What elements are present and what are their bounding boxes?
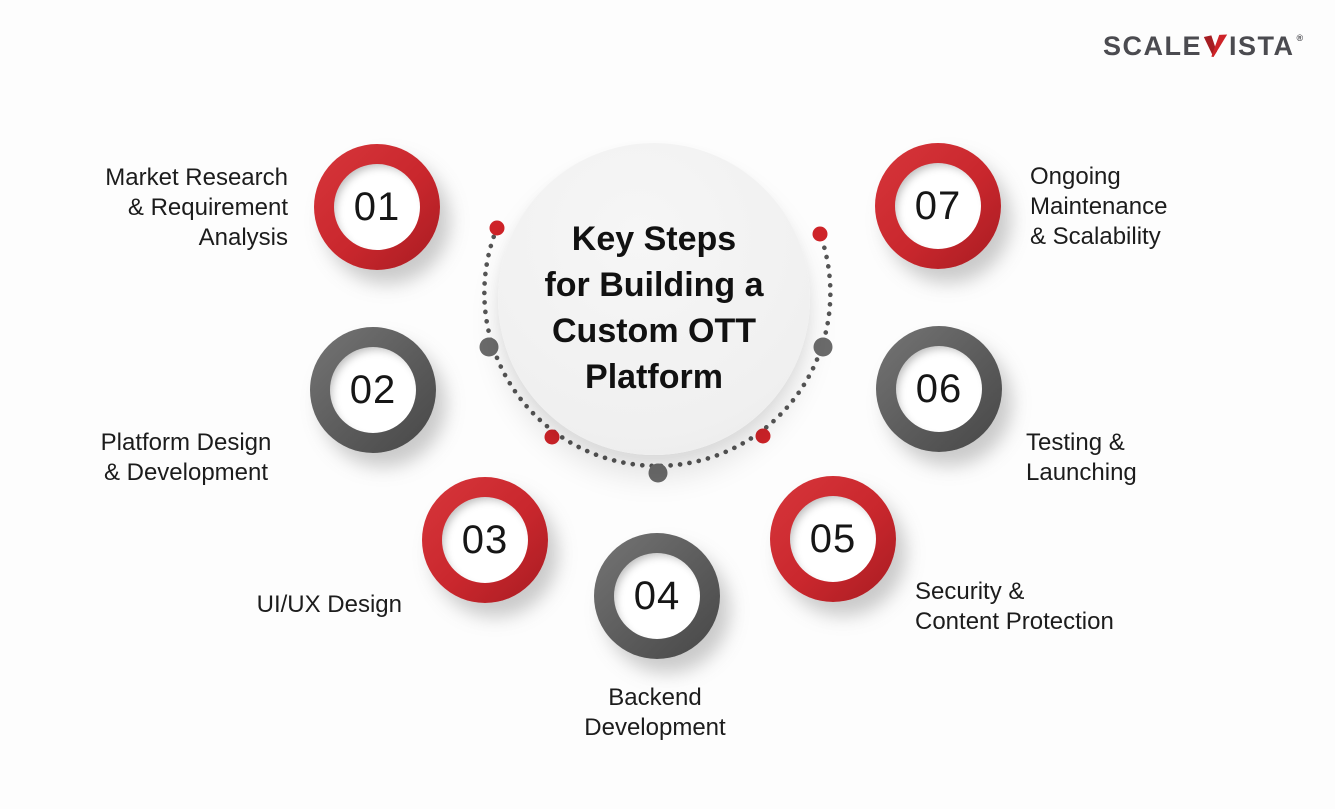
accent-dot-gray-right [813, 337, 833, 357]
step-circle-01-inner: 01 [334, 164, 420, 250]
step-label-07: Ongoing Maintenance & Scalability [1030, 163, 1168, 250]
step-circle-05: 05 [770, 476, 896, 602]
accent-dot-gray-bottom [648, 463, 668, 483]
page-title: Key Steps for Building a Custom OTT Plat… [544, 220, 764, 396]
step-number-03: 03 [461, 517, 509, 562]
step-circle-04: 04 [594, 533, 720, 659]
step-circle-05-inner: 05 [790, 496, 876, 582]
registered-trademark: ® [1296, 32, 1304, 43]
scalevista-logo: SCALE ISTA ® [1103, 31, 1303, 62]
step-label-02: Platform Design & Development [100, 429, 272, 486]
step-circle-03-inner: 03 [442, 497, 528, 583]
accent-dot-red-top-right [812, 226, 828, 242]
step-label-05: Security & Content Protection [915, 578, 1114, 635]
step-circle-04-inner: 04 [614, 553, 700, 639]
step-number-02: 02 [349, 367, 397, 412]
accent-dot-red-bottom-left [544, 429, 560, 445]
step-circle-07: 07 [875, 143, 1001, 269]
step-circle-01: 01 [314, 144, 440, 270]
logo-text-right: ISTA [1229, 31, 1295, 61]
center-circle: Key Steps for Building a Custom OTT Plat… [498, 143, 810, 455]
step-number-04: 04 [633, 573, 681, 618]
step-circle-02-inner: 02 [330, 347, 416, 433]
accent-dot-red-bottom-right [755, 428, 771, 444]
step-circle-02: 02 [310, 327, 436, 453]
step-number-07: 07 [914, 183, 962, 228]
logo-v-icon [1203, 34, 1228, 57]
step-circle-07-inner: 07 [895, 163, 981, 249]
step-circle-06-inner: 06 [896, 346, 982, 432]
step-label-04: Backend Development [584, 684, 726, 741]
accent-dot-red-top-left [489, 220, 505, 236]
step-number-05: 05 [809, 516, 857, 561]
accent-dot-gray-left [479, 337, 499, 357]
step-label-01: Market Research & Requirement Analysis [105, 164, 288, 251]
step-number-01: 01 [353, 184, 401, 229]
logo-text-left: SCALE [1103, 31, 1203, 61]
step-number-06: 06 [915, 366, 963, 411]
step-circle-06: 06 [876, 326, 1002, 452]
step-circle-03: 03 [422, 477, 548, 603]
step-label-06: Testing & Launching [1026, 429, 1137, 486]
step-label-03: UI/UX Design [256, 591, 402, 618]
